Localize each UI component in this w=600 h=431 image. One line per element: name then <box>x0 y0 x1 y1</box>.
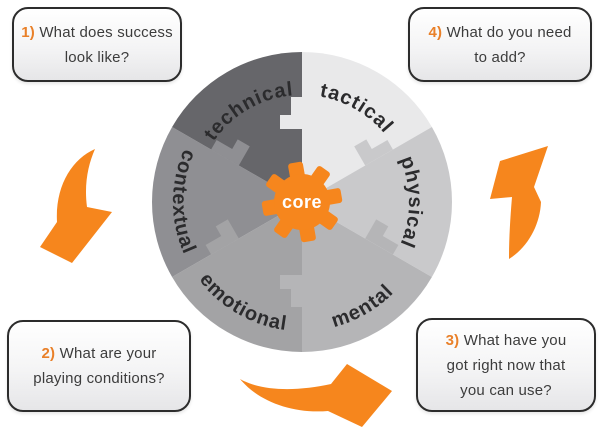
core-gear-icon <box>261 161 343 243</box>
cycle-arrow-left-icon <box>40 149 112 263</box>
question-number: 4) <box>428 23 443 41</box>
core-label: core <box>282 192 322 212</box>
question-text: 1) What does success look like? <box>21 20 173 70</box>
question-line-text: got right now that <box>446 356 566 374</box>
question-line: you can use? <box>446 378 567 403</box>
segment-notch <box>205 219 239 255</box>
question-box-4: 4) What do you need to add? <box>408 7 592 82</box>
wheel-segment-technical <box>172 52 302 202</box>
question-line-text: What are your <box>59 345 157 362</box>
question-box-3: 3) What have you got right now that you ca… <box>416 318 596 412</box>
question-line: playing conditions? <box>33 366 164 391</box>
question-number: 2) <box>41 345 56 362</box>
question-number: 1) <box>21 23 35 41</box>
question-line-text: you can use? <box>460 381 552 399</box>
segment-notch <box>211 139 250 166</box>
question-line-text: to add? <box>474 48 526 66</box>
question-line-text: What have you <box>463 331 567 349</box>
question-line: 4) What do you need <box>428 20 571 45</box>
question-line-text: What do you need <box>446 23 572 41</box>
wheel-segment-tactical <box>302 52 432 202</box>
segment-notch <box>354 139 393 166</box>
question-box-1: 1) What does success look like? <box>12 7 182 82</box>
wheel-segment-contextual <box>152 127 302 277</box>
wheel-segment-mental <box>302 202 432 352</box>
question-line: 1) What does success <box>21 20 173 45</box>
gear-body <box>274 174 330 230</box>
question-line: got right now that <box>446 353 567 378</box>
cycle-arrow-bottom-icon <box>240 364 392 427</box>
question-box-2: 2) What are your playing conditions? <box>7 320 191 412</box>
question-line-text: playing conditions? <box>33 370 165 387</box>
question-line: to add? <box>428 45 571 70</box>
wheel-segment-emotional <box>172 202 302 352</box>
question-line: 2) What are your <box>33 341 164 366</box>
question-text: 4) What do you need to add? <box>428 20 571 70</box>
question-text: 3) What have you got right now that you ca… <box>446 328 567 403</box>
question-line: look like? <box>21 45 173 70</box>
performance-wheel: tacticalphysicalmentalemotionalcontextua… <box>152 52 452 352</box>
segment-notch <box>280 275 302 307</box>
question-number: 3) <box>445 331 460 349</box>
wheel-segment-physical <box>302 127 452 277</box>
cycle-arrow-right-icon <box>490 146 548 259</box>
segment-notch <box>365 219 399 255</box>
question-line: 3) What have you <box>446 328 567 353</box>
segment-notch <box>280 97 302 129</box>
question-text: 2) What are your playing conditions? <box>33 341 164 391</box>
question-line-text: What does success <box>39 23 173 41</box>
question-line-text: look like? <box>64 48 130 66</box>
